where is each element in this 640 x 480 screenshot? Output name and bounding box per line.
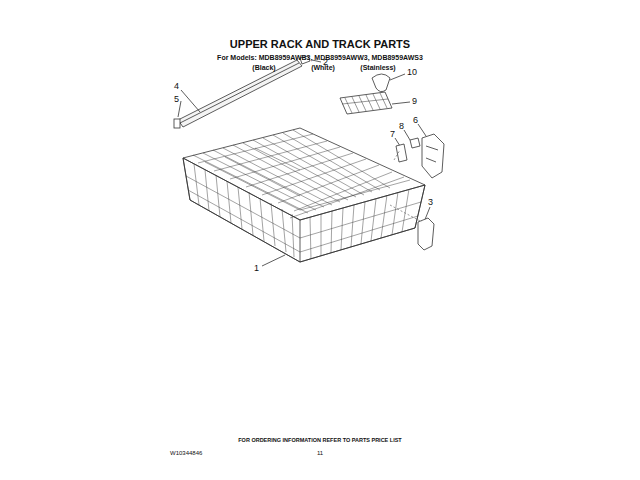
callout-number: 3 <box>428 198 433 207</box>
color-note: (Stainless) <box>360 64 395 71</box>
color-note: (Black) <box>252 64 275 71</box>
callout-number: 1 <box>254 264 259 273</box>
callout-number: 2 <box>323 58 328 67</box>
footer-note: FOR ORDERING INFORMATION REFER TO PARTS … <box>238 438 401 444</box>
callout-number: 6 <box>413 116 418 125</box>
callout-number: 7 <box>390 130 395 139</box>
diagram-title: UPPER RACK AND TRACK PARTS <box>230 39 410 50</box>
callout-number: 5 <box>174 95 179 104</box>
document-code: W10344846 <box>170 450 202 456</box>
callout-number: 4 <box>174 82 179 91</box>
callout-number: 9 <box>412 97 417 106</box>
callout-number: 10 <box>407 68 417 77</box>
page-number: 11 <box>317 450 323 456</box>
model-list: For Models: MDB8959AWB3, MDB8959AWW3, MD… <box>217 54 423 61</box>
callout-number: 8 <box>399 122 404 131</box>
